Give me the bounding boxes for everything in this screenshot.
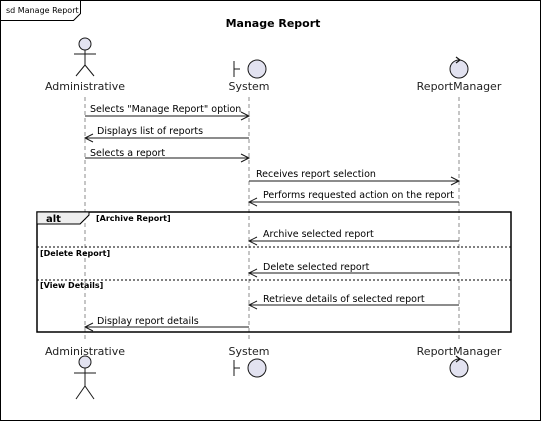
participant-label-top: ReportManager <box>417 80 502 93</box>
alt-fragment: alt [Archive Report] [Delete Report] [Vi… <box>36 211 512 333</box>
stick-figure-icon <box>74 37 96 77</box>
message: Archive selected report <box>247 229 459 246</box>
message-label: Performs requested action on the report <box>263 190 454 201</box>
fragment-operator: alt <box>46 214 61 225</box>
diagram-title: Manage Report <box>226 17 321 30</box>
control-icon <box>449 56 469 79</box>
message: Performs requested action on the report <box>247 190 459 207</box>
message-label: Displays list of reports <box>97 126 203 137</box>
message: Delete selected report <box>247 262 459 278</box>
message: Retrieve details of selected report <box>247 294 459 310</box>
message-label: Display report details <box>97 316 199 327</box>
message: Displays list of reports <box>83 126 249 143</box>
participant-label-top: System <box>228 80 269 93</box>
message-label: Retrieve details of selected report <box>263 294 425 305</box>
message-label: Delete selected report <box>263 262 370 273</box>
fragment-guard: [Delete Report] <box>40 249 110 258</box>
stick-figure-icon <box>74 355 96 400</box>
boundary-icon <box>233 59 267 79</box>
message-label: Selects "Manage Report" option <box>90 104 241 115</box>
message-label: Receives report selection <box>256 169 376 180</box>
frame-tab <box>0 0 81 21</box>
control-icon <box>449 355 469 378</box>
fragment-guard: [View Details] <box>40 281 103 290</box>
message: Receives report selection <box>249 169 461 186</box>
participant-label-top: Administrative <box>45 80 125 93</box>
message-label: Selects a report <box>90 148 165 159</box>
frame-label: sd Manage Report <box>6 6 79 15</box>
fragment-frame <box>36 211 512 333</box>
message: Selects "Manage Report" option <box>85 104 251 121</box>
boundary-icon <box>233 358 267 378</box>
participant-label-bottom: Administrative <box>45 345 125 358</box>
fragment-guard: [Archive Report] <box>96 214 171 223</box>
message: Display report details <box>83 316 249 332</box>
message-label: Archive selected report <box>263 229 374 240</box>
participant-label-bottom: System <box>228 345 269 358</box>
message: Selects a report <box>85 148 251 163</box>
participant-label-bottom: ReportManager <box>417 345 502 358</box>
